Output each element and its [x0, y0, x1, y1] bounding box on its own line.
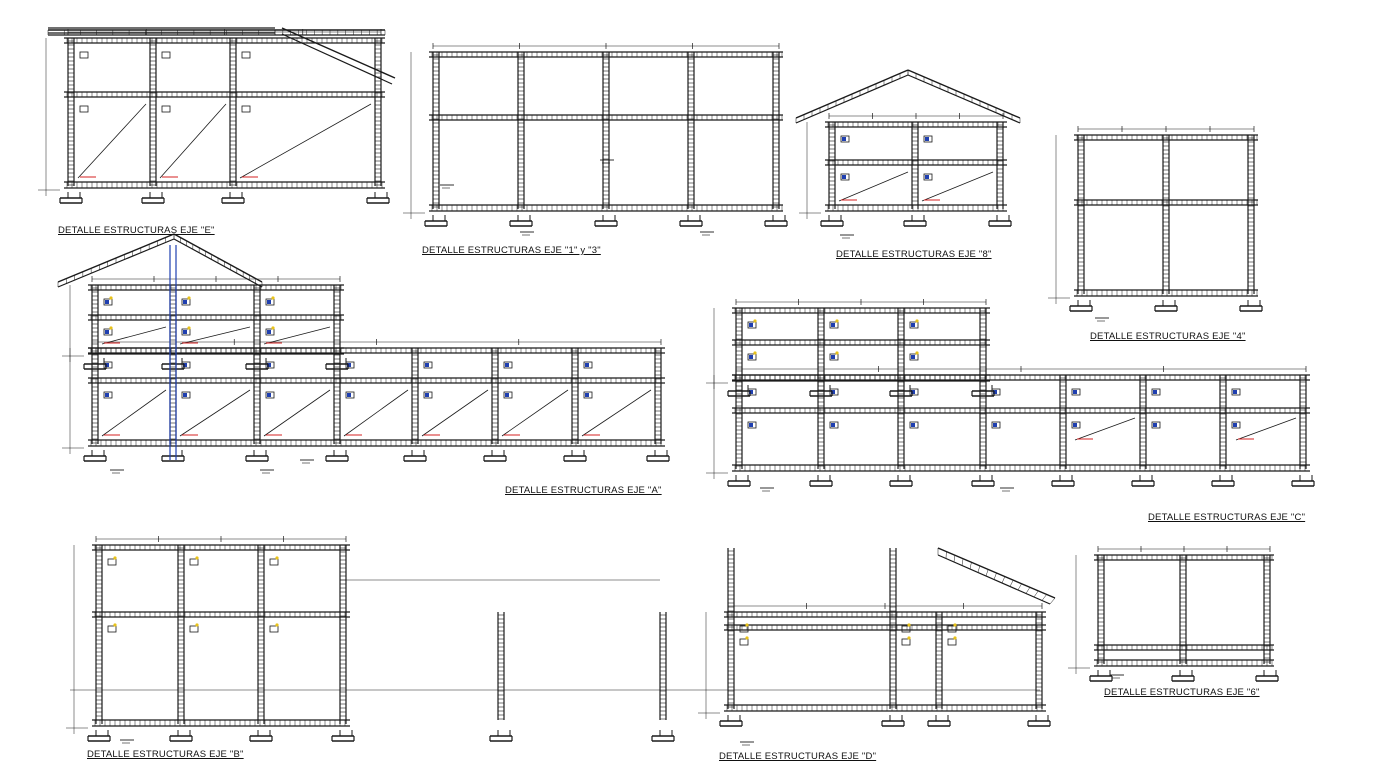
elevation-eje-8	[799, 113, 1012, 227]
elevation-eje-d	[698, 603, 1051, 727]
title-eje-4: DETALLE ESTRUCTURAS EJE "4"	[1090, 331, 1246, 342]
title-eje-d: DETALLE ESTRUCTURAS EJE "D"	[719, 751, 877, 762]
elevation-eje-c	[706, 366, 1315, 487]
roof-eje-a	[57, 233, 263, 288]
eje-d-roof	[700, 547, 1056, 691]
elevation-eje-1y3	[403, 43, 788, 227]
title-eje-6: DETALLE ESTRUCTURAS EJE "6"	[1104, 687, 1260, 698]
title-eje-1y3: DETALLE ESTRUCTURAS EJE "1" y "3"	[422, 245, 601, 256]
elevation-eje-6	[1068, 546, 1279, 682]
cad-annotations	[110, 159, 1124, 746]
roof-eje-e	[47, 27, 396, 85]
title-eje-8: DETALLE ESTRUCTURAS EJE "8"	[836, 249, 992, 260]
title-eje-b: DETALLE ESTRUCTURAS EJE "B"	[87, 749, 244, 760]
title-eje-a: DETALLE ESTRUCTURAS EJE "A"	[505, 485, 662, 496]
roof-eje-8	[795, 69, 1021, 124]
elevation-eje-a-upper	[62, 276, 349, 370]
elevation-eje-4	[1048, 126, 1263, 312]
blue-stair-column	[169, 245, 177, 460]
elevation-eje-a	[62, 339, 670, 462]
elevation-eje-b	[66, 536, 355, 742]
elevation-eje-c-upper	[706, 299, 995, 397]
eje-b-isolated-columns	[70, 579, 700, 742]
elevation-eje-e	[38, 29, 390, 204]
title-eje-e: DETALLE ESTRUCTURAS EJE "E"	[58, 225, 215, 236]
title-eje-c: DETALLE ESTRUCTURAS EJE "C"	[1148, 512, 1306, 523]
eje-c-diagonals	[1074, 417, 1297, 441]
